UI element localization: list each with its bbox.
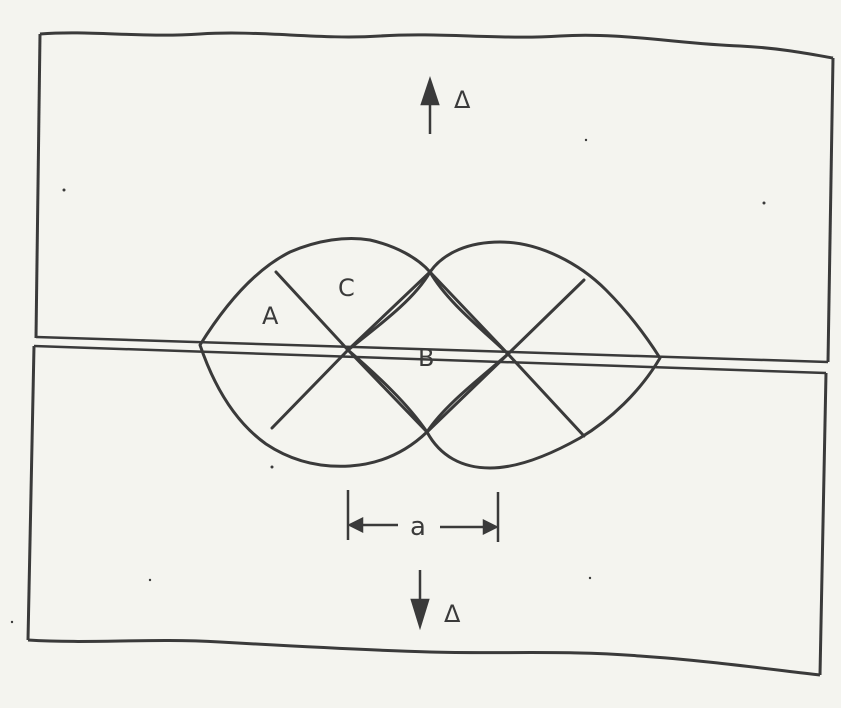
speck [270,465,274,469]
slip-line-center-down-left [346,348,429,434]
bottom-load-arrow [410,570,430,631]
lower-block-wavy-bottom-edge [27,638,821,677]
dimension-label: a [410,512,426,542]
right-lobe-outline [425,240,662,470]
interface-crack [33,335,829,375]
lower-block-left-edge [26,345,36,641]
upper-block-left-edge [34,33,42,339]
speck [10,620,14,624]
lower-block-right-edge [818,372,828,676]
slip-line-center-up-left [346,270,432,352]
interface-lower-line [33,344,827,375]
upper-block-right-edge [826,57,835,363]
slip-line-center-down-right [425,352,510,434]
top-arrow-head-icon [420,76,440,106]
speck [584,138,588,142]
upper-block-wavy-top-edge [39,31,834,60]
interface-upper-line [35,335,829,364]
dimension-indicator [346,490,500,542]
slip-line-left-upper [274,270,350,352]
region-label-c: C [338,274,355,302]
bottom-load-label: Δ [444,600,461,628]
dimension-right-arrow-icon [482,518,499,536]
speck [588,576,592,580]
speck [762,201,766,205]
speck [62,188,66,192]
slip-line-left-lower [270,348,350,430]
dimension-left-arrow-icon [347,516,364,534]
slip-line-center-up-right [428,270,510,356]
top-load-label: Δ [454,86,471,114]
lower-block [26,345,828,677]
slip-lines [270,270,586,438]
bottom-arrow-head-icon [410,598,430,631]
region-label-b: B [418,344,434,372]
top-load-arrow [420,76,440,134]
upper-block [34,31,835,363]
slip-line-right-lower [506,352,586,438]
paper-specks [10,138,766,624]
speck [148,578,152,582]
region-label-a: A [262,302,279,330]
slip-line-right-upper [506,278,586,356]
